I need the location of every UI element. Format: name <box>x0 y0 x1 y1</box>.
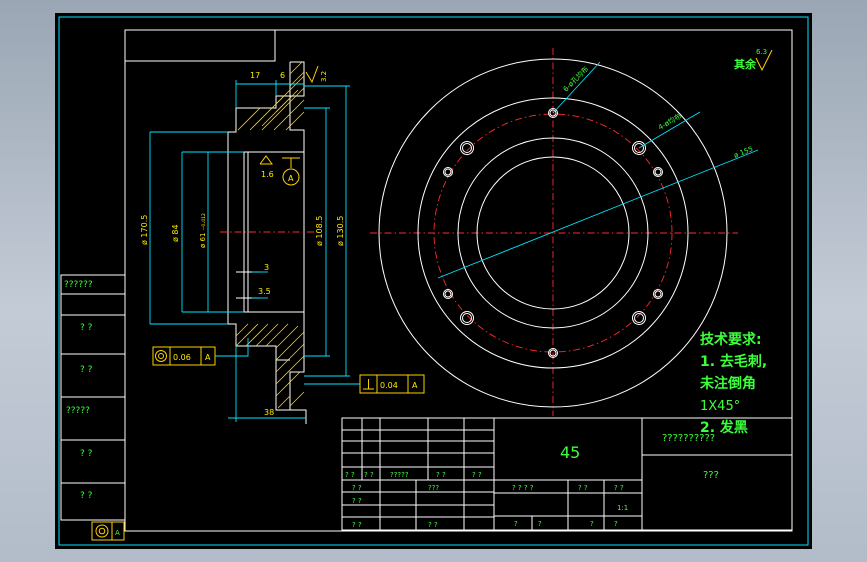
svg-text:?: ? <box>614 520 618 528</box>
tb-material: 45 <box>560 443 580 462</box>
svg-text:? ?: ? ? <box>352 497 362 505</box>
top-left-tab <box>125 30 276 62</box>
strip-text-4: ? ? <box>80 449 93 459</box>
svg-text:1.6: 1.6 <box>261 170 274 179</box>
dim-mid: ø 84 <box>171 224 180 242</box>
tech-line1: 1. 去毛刺, <box>700 353 767 370</box>
svg-text:? ?: ? ? <box>578 484 588 492</box>
strip-text-3: ????? <box>66 406 90 416</box>
dim-step1: 3 <box>264 263 269 272</box>
label-pitch-dia: ø 155 <box>733 145 754 160</box>
svg-text:? ?: ? ? <box>472 471 482 479</box>
svg-text:? ?: ? ? <box>352 521 362 529</box>
svg-text:???: ??? <box>428 484 439 492</box>
svg-text:其余: 其余 <box>734 57 757 71</box>
surface-finish-note: 其余 6.3 <box>734 48 773 72</box>
datum-a-icon: A <box>282 157 300 186</box>
svg-text:? ?: ? ? <box>345 471 355 479</box>
roughness-top-icon: 3.2 <box>305 65 328 84</box>
svg-text:0.04: 0.04 <box>380 381 398 390</box>
svg-text:0.06: 0.06 <box>173 353 191 362</box>
dim-right1: ø 108.5 <box>315 216 324 246</box>
svg-text:? ?: ? ? <box>428 521 438 529</box>
dim-top-w2: 6 <box>280 71 285 80</box>
svg-text:? ?: ? ? <box>614 484 624 492</box>
svg-text:?: ? <box>514 520 518 528</box>
label-holes-large: 4-ø均布 <box>657 111 683 131</box>
left-strip: ?????? ? ? ? ? ????? ? ? ? ? <box>60 274 126 521</box>
svg-text:A: A <box>205 353 211 362</box>
tech-requirements: 技术要求: 1. 去毛刺, 未注倒角 1X45° 2. 发黑 <box>700 331 767 436</box>
svg-text:1:1: 1:1 <box>617 504 628 512</box>
hole-set <box>443 108 663 358</box>
tech-line4: 2. 发黑 <box>700 419 748 436</box>
strip-text-2: ? ? <box>80 365 93 375</box>
svg-text:6.3: 6.3 <box>756 48 767 56</box>
dim-bore: ø 61 ₋₀.₀₁₂ <box>199 213 207 248</box>
dim-outer: ø 170.5 <box>140 215 149 245</box>
roughness-left-icon: 1.6 <box>259 155 274 179</box>
concentric-symbol-icon: A <box>91 521 125 541</box>
dim-right2: ø 130.5 <box>336 216 345 246</box>
svg-text:A: A <box>115 529 120 537</box>
strip-text-0: ?????? <box>64 280 93 290</box>
tech-line3: 1X45° <box>700 399 740 414</box>
tb-part-name: ?????????? <box>662 433 715 444</box>
svg-text:? ?: ? ? <box>364 471 374 479</box>
svg-text:? ?: ? ? <box>352 484 362 492</box>
title-block: 45 ?????????? ??? ? ? ? ? ????? ? ? ? ? … <box>341 417 793 531</box>
strip-text-1: ? ? <box>80 323 93 333</box>
svg-text:?: ? <box>538 520 542 528</box>
dim-top-w1: 17 <box>250 71 260 80</box>
drawing-sheet <box>55 13 812 549</box>
svg-text:? ? ? ?: ? ? ? ? <box>512 484 534 492</box>
svg-text:?: ? <box>590 520 594 528</box>
dim-step2: 3.5 <box>258 287 271 296</box>
tech-title: 技术要求: <box>700 331 762 348</box>
svg-text:A: A <box>288 174 294 183</box>
tech-line2: 未注倒角 <box>700 375 756 392</box>
side-section-view: 17 6 38 3 3.5 ø 170.5 ø 84 ø 61 ₋₀.₀₁₂ ø… <box>140 61 425 424</box>
tolerance-perpendicularity: 0.04 A <box>304 374 425 394</box>
svg-text:?????: ????? <box>390 471 409 479</box>
svg-text:3.2: 3.2 <box>320 71 328 82</box>
inner-frame <box>124 29 793 532</box>
tb-drawing-no: ??? <box>703 470 719 481</box>
strip-text-5: ? ? <box>80 491 93 501</box>
svg-text:A: A <box>412 381 418 390</box>
outer-frame <box>58 16 809 546</box>
tolerance-concentricity: 0.06 A <box>152 338 249 366</box>
svg-text:? ?: ? ? <box>436 471 446 479</box>
dim-bottom-w: 38 <box>264 408 274 417</box>
